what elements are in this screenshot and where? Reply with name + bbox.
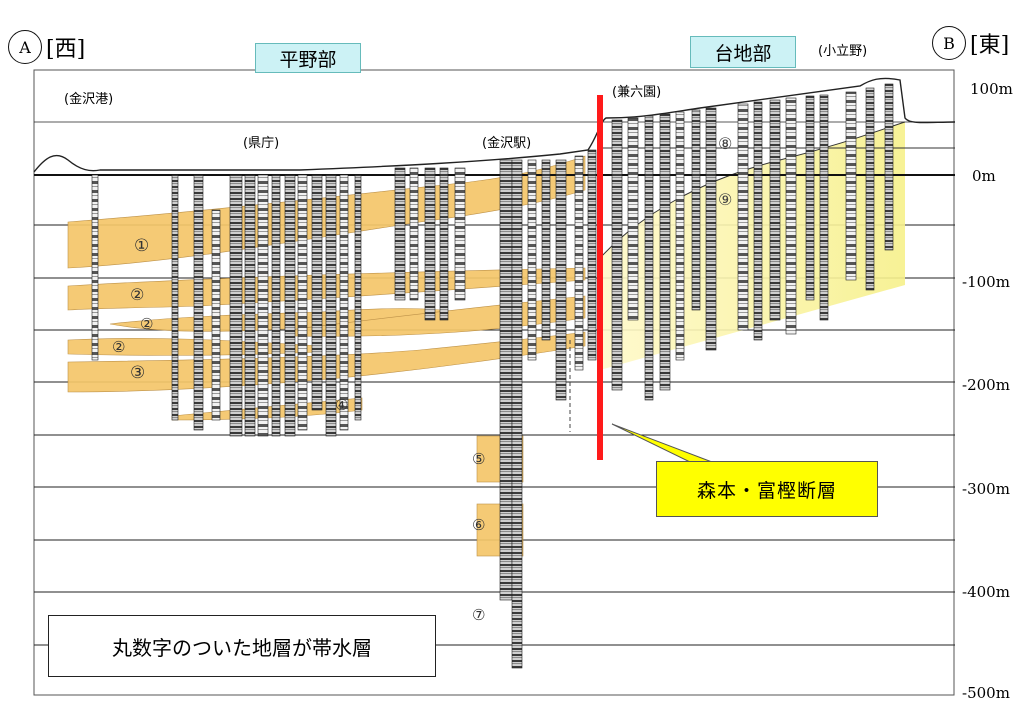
place-kanazawa-port: (金沢港) bbox=[64, 92, 114, 107]
marker-b-label: B bbox=[943, 33, 955, 53]
aquifer-label-2-middle: ② bbox=[140, 315, 154, 333]
borehole-column bbox=[587, 149, 597, 361]
aquifer-label-4: ④ bbox=[335, 396, 349, 414]
borehole-column bbox=[675, 111, 685, 361]
fault-callout-label: 森本・富樫断層 bbox=[656, 461, 878, 517]
borehole-column bbox=[574, 155, 584, 371]
borehole-column bbox=[454, 167, 466, 301]
borehole-column bbox=[271, 174, 281, 437]
borehole-column bbox=[394, 167, 406, 301]
borehole-column bbox=[339, 174, 349, 431]
aquifer-label-9: ⑨ bbox=[718, 190, 733, 209]
borehole-column bbox=[769, 99, 781, 321]
borehole-column bbox=[171, 174, 179, 421]
depth-label-100: 100m bbox=[970, 80, 1013, 98]
place-kenrokuen: (兼六園) bbox=[612, 81, 662, 100]
borehole-columns bbox=[91, 83, 894, 669]
aquifer-label-7: ⑦ bbox=[472, 606, 486, 624]
marker-b: B bbox=[932, 26, 966, 60]
borehole-column bbox=[691, 109, 701, 311]
marker-a: A bbox=[8, 30, 42, 64]
borehole-column bbox=[354, 174, 362, 421]
borehole-column bbox=[439, 167, 449, 321]
borehole-column bbox=[865, 87, 875, 291]
borehole-column bbox=[311, 174, 323, 411]
ground-surface bbox=[33, 77, 956, 173]
borehole-column bbox=[644, 115, 654, 401]
borehole-column bbox=[627, 117, 639, 321]
borehole-column bbox=[211, 209, 221, 421]
borehole-column bbox=[555, 159, 567, 401]
borehole-column bbox=[325, 174, 337, 437]
borehole-column bbox=[257, 174, 269, 437]
depth-label-minus300: -300m bbox=[962, 480, 1010, 498]
borehole-column bbox=[659, 113, 671, 391]
aquifer-label-8: ⑧ bbox=[718, 134, 733, 153]
place-kotatsuno: (小立野) bbox=[818, 44, 868, 59]
depth-label-minus100: -100m bbox=[962, 273, 1010, 291]
aquifer-label-2-lower: ② bbox=[112, 338, 126, 356]
depth-label-minus500: -500m bbox=[962, 684, 1010, 702]
zone-plain-label: 平野部 bbox=[255, 43, 361, 73]
borehole-column bbox=[297, 174, 308, 431]
borehole-column bbox=[91, 174, 99, 361]
aquifer-label-1: ① bbox=[134, 236, 150, 256]
borehole-column bbox=[424, 167, 436, 321]
aquifer-label-2-upper: ② bbox=[130, 285, 145, 304]
aquifer-label-3: ③ bbox=[130, 363, 146, 383]
borehole-column bbox=[527, 159, 537, 361]
borehole-column bbox=[193, 174, 204, 431]
aquifer-label-6: ⑥ bbox=[472, 516, 486, 534]
borehole-column bbox=[805, 95, 815, 301]
borehole-column bbox=[244, 174, 256, 437]
aquifer-label-5: ⑤ bbox=[472, 450, 486, 468]
borehole-column bbox=[737, 103, 749, 331]
zone-upland-label: 台地部 bbox=[690, 36, 796, 68]
marker-a-label: A bbox=[19, 37, 31, 57]
borehole-column bbox=[884, 83, 894, 251]
borehole-column bbox=[409, 167, 419, 301]
place-kanazawa-station: (金沢駅) bbox=[482, 136, 532, 151]
borehole-column bbox=[229, 174, 243, 437]
place-prefectural-office: (県庁) bbox=[243, 136, 280, 151]
direction-west: [西] bbox=[46, 37, 86, 62]
depth-label-minus400: -400m bbox=[962, 583, 1010, 601]
aquifer-legend-note: 丸数字のついた地層が帯水層 bbox=[48, 615, 436, 677]
borehole-column bbox=[819, 94, 829, 321]
borehole-column bbox=[611, 119, 623, 391]
depth-label-minus200: -200m bbox=[962, 376, 1010, 394]
borehole-column bbox=[284, 174, 296, 437]
direction-east: [東] bbox=[970, 33, 1010, 58]
borehole-column bbox=[541, 159, 551, 341]
borehole-column bbox=[845, 91, 857, 281]
borehole-column bbox=[753, 101, 763, 341]
borehole-column bbox=[511, 159, 523, 669]
borehole-column bbox=[705, 107, 717, 351]
depth-label-0: 0m bbox=[972, 167, 996, 185]
borehole-column bbox=[499, 159, 513, 601]
borehole-column bbox=[785, 97, 797, 335]
